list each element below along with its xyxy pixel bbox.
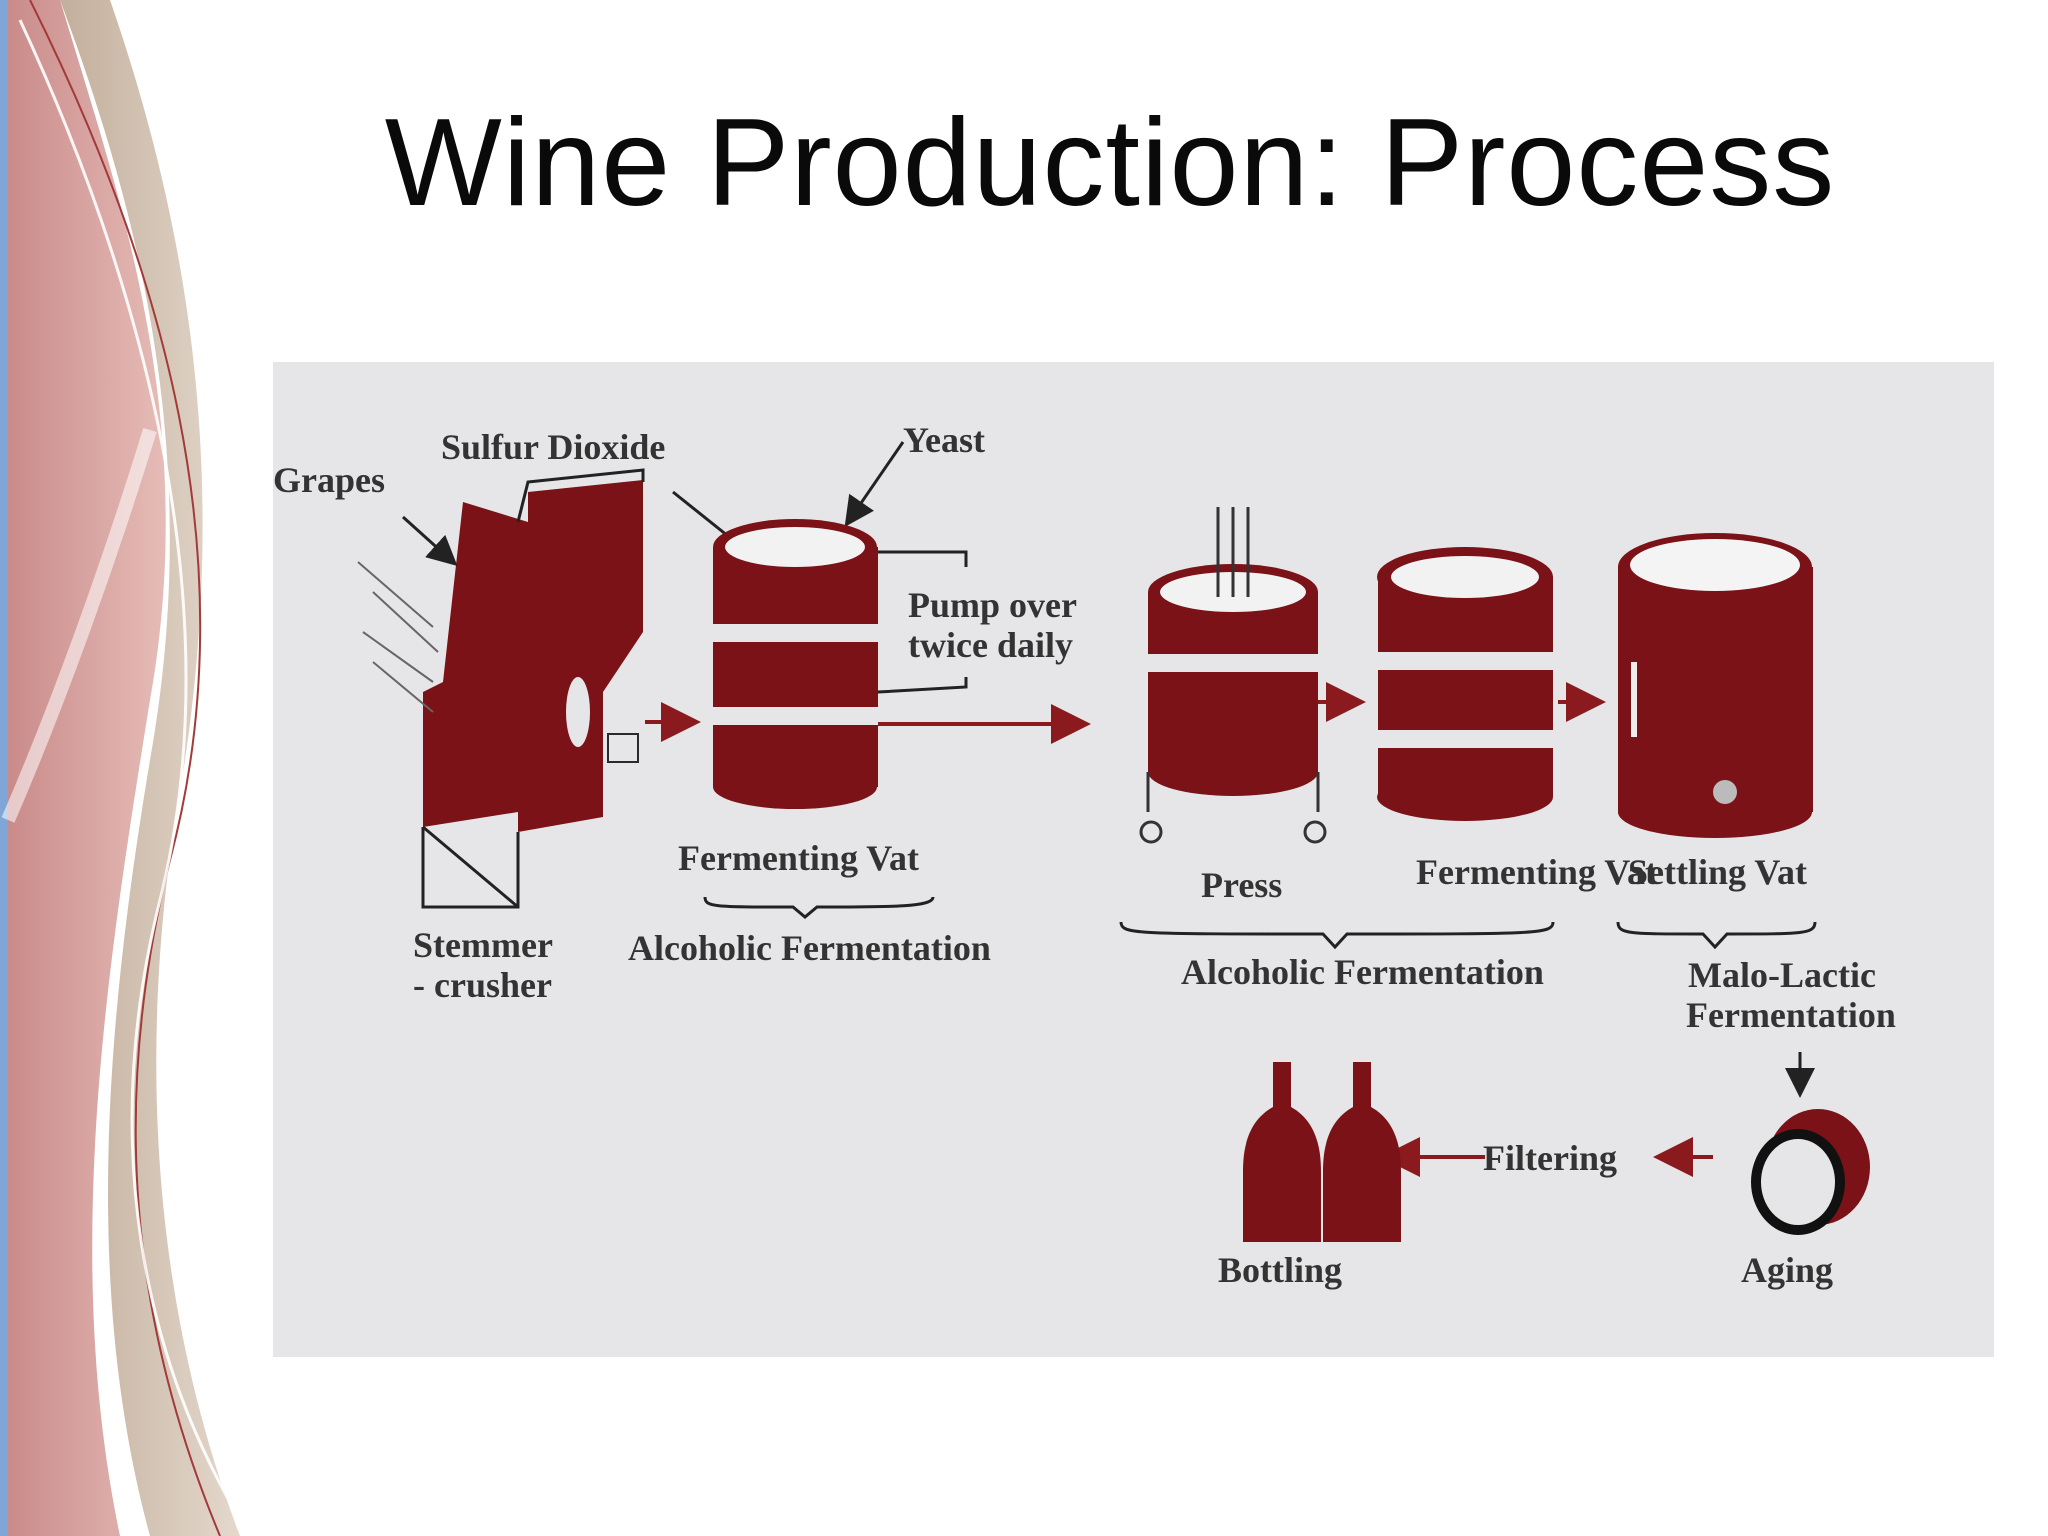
label-alcoholic-fermentation-2: Alcoholic Fermentation	[1181, 952, 1544, 992]
label-pump-over-line2: twice daily	[908, 625, 1073, 665]
label-malo-lactic-line2: Fermentation	[1686, 995, 1896, 1035]
label-malo-lactic-line1: Malo-Lactic	[1688, 955, 1876, 995]
label-grapes: Grapes	[273, 460, 385, 500]
label-press: Press	[1201, 865, 1282, 905]
label-aging: Aging	[1741, 1250, 1833, 1290]
fermenting-vat-1	[713, 519, 878, 809]
label-sulfur-dioxide: Sulfur Dioxide	[441, 427, 665, 467]
label-pump-over-line1: Pump over	[908, 585, 1077, 625]
left-decorative-ribbon	[0, 0, 252, 1536]
stemmer-crusher-machine	[357, 468, 645, 909]
label-fermenting-vat-1: Fermenting Vat	[678, 838, 919, 878]
label-alcoholic-fermentation-1: Alcoholic Fermentation	[628, 928, 991, 968]
label-stemmer-line1: Stemmer	[413, 925, 553, 965]
settling-vat	[1618, 533, 1813, 838]
label-stemmer-line2: - crusher	[413, 965, 552, 1005]
fermenting-vat-2	[1377, 547, 1553, 821]
slide-title: Wine Production: Process	[384, 94, 1836, 232]
press-vat	[1139, 507, 1327, 844]
diagram-canvas: Grapes Sulfur Dioxide Yeast Pump over tw…	[273, 420, 1896, 1290]
wine-bottles	[1243, 1062, 1401, 1242]
label-yeast: Yeast	[903, 420, 985, 460]
label-bottling: Bottling	[1218, 1250, 1342, 1290]
label-fermenting-vat-2: Fermenting Vat	[1416, 852, 1657, 892]
label-settling-vat: Settling Vat	[1628, 852, 1807, 892]
label-filtering: Filtering	[1483, 1138, 1617, 1178]
aging-barrel	[1751, 1109, 1870, 1235]
wine-process-diagram: Grapes Sulfur Dioxide Yeast Pump over tw…	[273, 362, 1994, 1357]
